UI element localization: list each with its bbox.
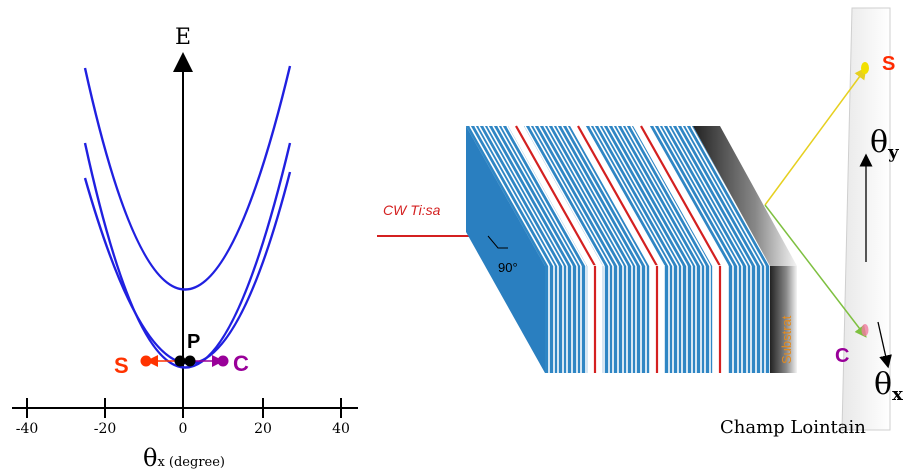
layer-stripe [598,125,679,267]
pump-point [184,355,196,367]
idler-spot [861,324,869,336]
dispersion-diagram: E -40 -20 0 20 40 θx (degree) P S C [12,25,358,472]
layer-stripe [483,125,564,267]
layer-stripe [487,125,568,267]
layer-stripe [602,125,683,267]
signal-spot [861,62,869,74]
dispersion-branch-middle [83,142,292,369]
far-field-signal-label: S [882,53,895,75]
tick-label: 0 [179,421,188,437]
layer-stripe [653,125,734,267]
laser-label: CW Ti:sa [383,202,441,218]
energy-axis-label: E [175,25,191,50]
layer-stripe [552,125,633,267]
angle-axis-label: θx (degree) [143,444,225,472]
theta-x-label: θx [874,367,903,405]
layer-stripe [547,125,628,267]
layer-stripe [621,125,702,267]
layer-stripe [593,125,674,267]
quantum-well [515,125,596,267]
layer-stripe [556,125,637,267]
substrate-label: Substrat [779,315,794,364]
layer-stripe [492,125,573,267]
substrate-front [770,266,797,373]
tick-label: 20 [254,421,272,437]
layer-stripe [630,125,711,267]
layer-stripe [625,125,706,267]
layer-stripe [497,125,578,267]
theta-y-label: θy [870,125,899,163]
layer-stripe [543,125,624,267]
idler-label: C [233,351,249,376]
layer-stack-side [466,126,545,373]
layer-stripe [607,125,688,267]
angle-label: 90° [498,260,518,275]
far-field-idler-label: C [835,345,849,367]
layer-stripe [589,125,670,267]
layer-stripe [667,125,748,267]
layer-stack-top [466,125,797,267]
pump-label: P [187,331,200,353]
quantum-well [577,125,658,267]
layer-stripe [690,125,771,267]
tick-label: 40 [332,421,350,437]
layer-stripe [671,125,752,267]
layer-stripe [506,125,587,267]
layer-stripe [478,125,559,267]
dispersion-branch-upper [83,65,292,291]
layer-stripe [662,125,743,267]
layer-stripe [538,125,619,267]
layer-stripe [524,125,605,267]
signal-beam [764,67,867,206]
quantum-well [640,125,721,267]
layer-stack-front: Substrat [545,265,797,374]
layer-stripe [566,125,647,267]
microcavity-diagram: CW Ti:sa Substrat 90° [377,125,797,374]
right-angle-mark [487,235,508,249]
pump-point [174,355,186,367]
layer-stripe [658,125,739,267]
layer-stripe [501,125,582,267]
layer-stripe [469,125,550,267]
signal-label: S [114,353,129,378]
layer-stripe [676,125,757,267]
tick-label: -20 [94,421,117,437]
tick-label: -40 [16,421,39,437]
layer-stripe [612,125,693,267]
layer-stripe [616,125,697,267]
idler-beam [764,204,867,338]
layer-stripe [685,125,766,267]
signal-point [140,355,152,367]
idler-point [217,355,229,367]
theta-x-axis [877,321,892,369]
layer-stripe [474,125,555,267]
far-field-caption: Champ Lointain [720,417,866,438]
layer-stripe [533,125,614,267]
layer-stripe [561,125,642,267]
substrate-top [693,126,797,266]
far-field-diagram: S C θy θx Champ Lointain [720,7,903,438]
layer-stripe [529,125,610,267]
layer-stripe [648,125,729,267]
layer-stripe [681,125,762,267]
